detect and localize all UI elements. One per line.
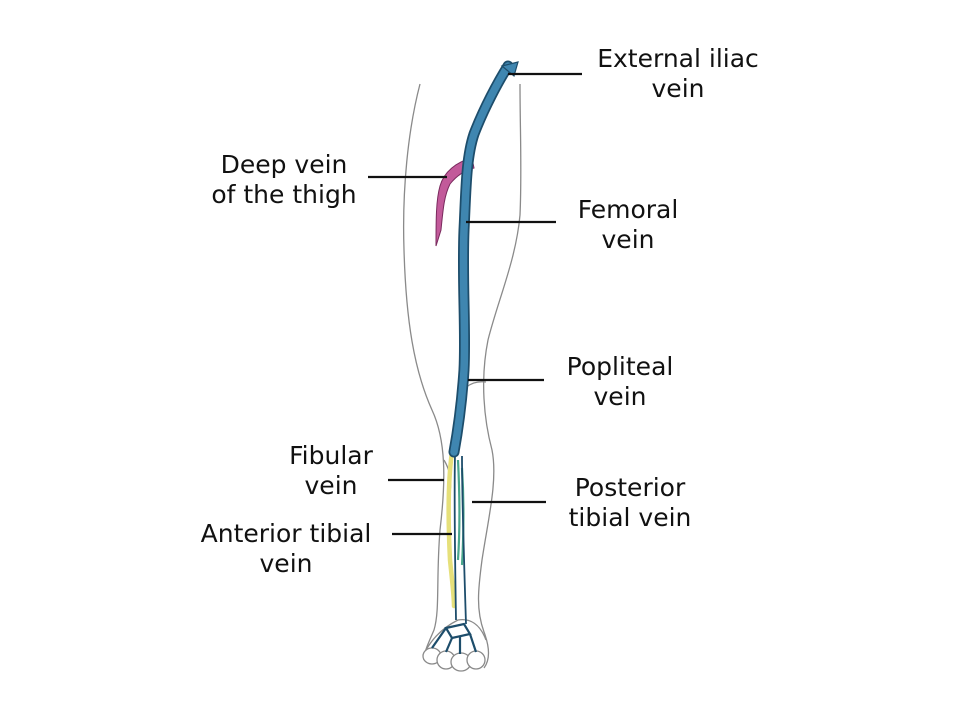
anterior-tibial-vein <box>446 449 457 609</box>
fibular-vein-label: Fibular vein <box>276 441 386 501</box>
foot-vein-1 <box>431 627 447 649</box>
anterior-tibial-line-2: vein <box>259 549 313 578</box>
anterior-tibial-line-1: Anterior tibial <box>200 519 372 548</box>
posterior-tibial-vein <box>456 459 461 561</box>
posterior-tibial-vein-label: Posterior tibial vein <box>556 473 704 533</box>
foot-vein-4 <box>468 633 478 653</box>
external-iliac-line-2: vein <box>651 74 705 103</box>
popliteal-vein-label: Popliteal vein <box>556 352 684 412</box>
femoral-line-2: vein <box>601 225 655 254</box>
external-iliac-vein-label: External iliac vein <box>588 44 768 104</box>
leg-outline-left <box>402 83 445 661</box>
fibular-veins <box>453 454 467 625</box>
foot <box>422 618 487 672</box>
deep-thigh-line-1: Deep vein <box>220 150 348 179</box>
external-iliac-line-1: External iliac <box>597 44 759 73</box>
external-iliac-cap <box>500 61 519 78</box>
foot-dorsum <box>425 618 487 651</box>
posterior-tibial-line-1: Posterior <box>574 473 686 502</box>
fibular-vein-strand-1 <box>453 454 457 621</box>
deep-vein-of-thigh-label: Deep vein of the thigh <box>196 150 372 210</box>
posterior-tibial-line-2: tibial vein <box>568 503 692 532</box>
fibular-line-1: Fibular <box>289 441 373 470</box>
anterior-tibial-vein-label: Anterior tibial vein <box>186 519 386 579</box>
foot-vein-2 <box>444 637 454 653</box>
foot-veins <box>431 622 478 654</box>
main-vein <box>450 62 512 456</box>
leader-lines <box>368 72 582 536</box>
toe-4 <box>466 650 486 670</box>
fibular-line-2: vein <box>304 471 358 500</box>
femoral-vein-label: Femoral vein <box>560 195 696 255</box>
fibular-vein-strand-2 <box>461 455 467 625</box>
dorsal-venous-arch <box>444 622 472 640</box>
leg-outline-right <box>477 83 522 669</box>
popliteal-line-1: Popliteal <box>566 352 674 381</box>
deep-thigh-line-2: of the thigh <box>211 180 357 209</box>
popliteal-line-2: vein <box>593 382 647 411</box>
femoral-line-1: Femoral <box>577 195 679 224</box>
